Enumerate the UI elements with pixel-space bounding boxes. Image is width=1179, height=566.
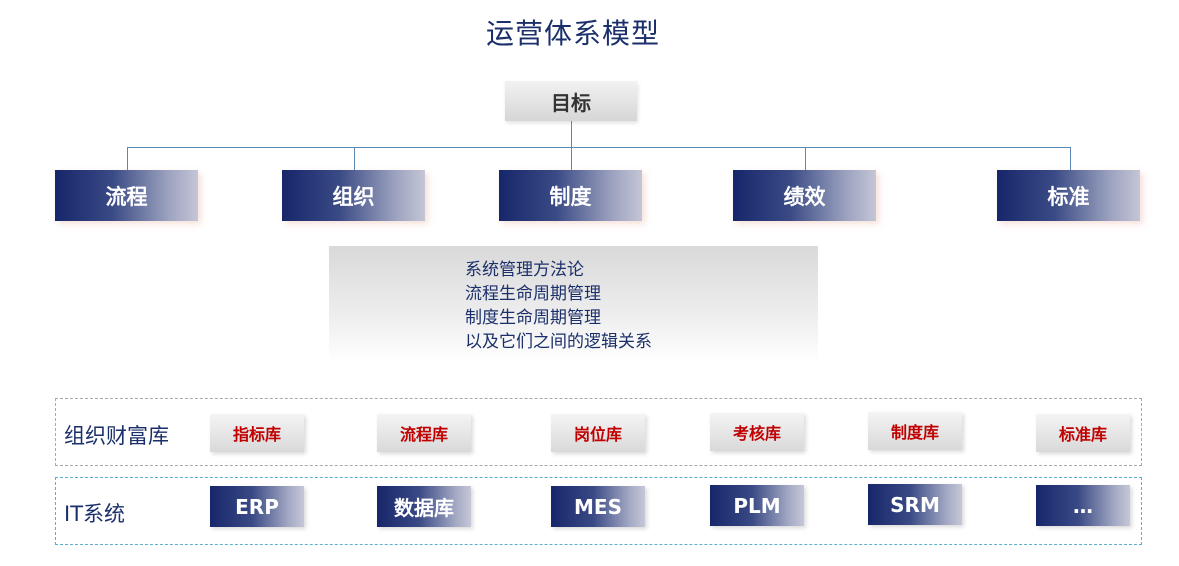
goal-connector-vertical	[571, 121, 572, 171]
methodology-box: 系统管理方法论 流程生命周期管理 制度生命周期管理 以及它们之间的逻辑关系	[329, 246, 818, 363]
system-more: …	[1036, 485, 1130, 526]
methodology-line: 以及它们之间的逻辑关系	[465, 332, 652, 352]
repo-process: 流程库	[377, 414, 471, 452]
repo-standards: 标准库	[1036, 414, 1130, 452]
goal-box: 目标	[505, 81, 637, 121]
system-database: 数据库	[377, 486, 471, 527]
system-erp: ERP	[210, 486, 304, 527]
pillar-policy: 制度	[499, 170, 642, 221]
pillar-performance: 绩效	[733, 170, 876, 221]
methodology-line: 流程生命周期管理	[465, 284, 601, 304]
connector-drop-1	[127, 147, 128, 171]
pillar-standard: 标准	[997, 170, 1140, 221]
pillar-process: 流程	[55, 170, 198, 221]
it-row-label: IT系统	[64, 502, 126, 526]
diagram-title: 运营体系模型	[485, 17, 660, 50]
repo-assessment: 考核库	[710, 413, 804, 451]
methodology-line: 制度生命周期管理	[465, 308, 601, 328]
repo-positions: 岗位库	[551, 414, 645, 452]
connector-drop-4	[805, 147, 806, 171]
methodology-line: 系统管理方法论	[465, 260, 584, 280]
repo-indicators: 指标库	[210, 414, 304, 452]
repository-row-label: 组织财富库	[64, 424, 169, 448]
pillar-organization: 组织	[282, 170, 425, 221]
it-row-frame	[55, 477, 1142, 545]
repository-row-frame	[55, 398, 1142, 466]
repo-policy: 制度库	[868, 412, 962, 450]
connector-drop-5	[1070, 147, 1071, 171]
system-plm: PLM	[710, 485, 804, 526]
connector-drop-2	[354, 147, 355, 171]
system-srm: SRM	[868, 484, 962, 525]
system-mes: MES	[551, 486, 645, 527]
connector-horizontal	[127, 147, 1071, 148]
